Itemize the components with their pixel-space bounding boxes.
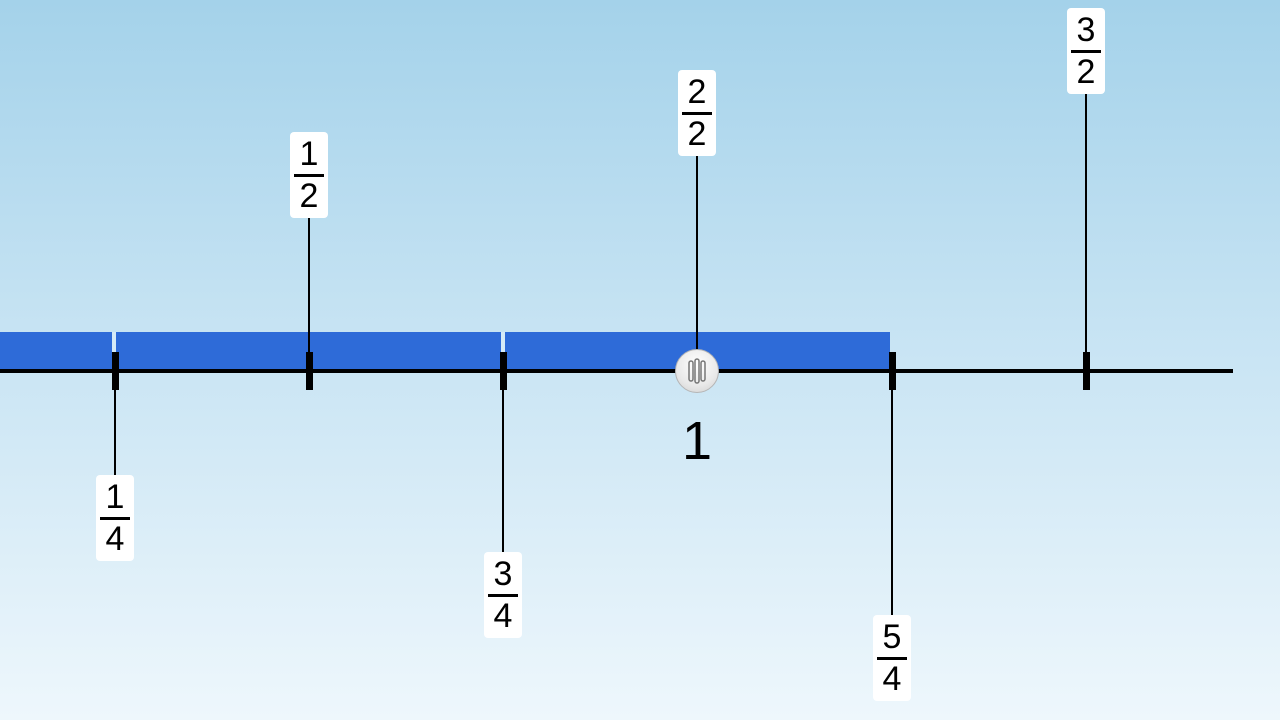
leader-line-one-half <box>308 216 310 356</box>
fraction-bar-line <box>682 111 712 115</box>
fraction-bar-line <box>488 593 518 597</box>
fraction-bar-line <box>877 656 907 660</box>
fraction-bar[interactable] <box>0 332 890 370</box>
fraction-label-two-halves: 2 2 <box>678 70 716 156</box>
bar-segment-divider <box>501 332 505 352</box>
fraction-bar-line <box>294 173 324 177</box>
fraction-label-one-fourth: 1 4 <box>96 475 134 561</box>
fraction-denominator: 2 <box>299 177 319 215</box>
leader-line-five-fourths <box>891 385 893 619</box>
fraction-denominator: 4 <box>882 660 902 698</box>
fraction-numerator: 1 <box>105 478 125 516</box>
tick-three-halves <box>1083 352 1090 390</box>
fraction-numerator: 5 <box>882 618 902 656</box>
leader-line-one-fourth <box>114 385 116 477</box>
tick-one-half <box>306 352 313 390</box>
fraction-numerator: 3 <box>493 555 513 593</box>
number-line-axis <box>0 369 1233 373</box>
unit-drag-handle[interactable] <box>675 349 719 393</box>
fraction-numerator: 2 <box>687 73 707 111</box>
leader-line-two-halves <box>696 154 698 352</box>
tick-three-fourths <box>500 352 507 390</box>
leader-line-three-halves <box>1085 92 1087 356</box>
fraction-label-three-halves: 3 2 <box>1067 8 1105 94</box>
fraction-denominator: 4 <box>105 520 125 558</box>
tick-one-fourth <box>112 352 119 390</box>
fraction-label-one-half: 1 2 <box>290 132 328 218</box>
leader-line-three-fourths <box>502 385 504 555</box>
fraction-numerator: 3 <box>1076 11 1096 49</box>
fraction-denominator: 2 <box>1076 53 1096 91</box>
bar-segment-divider <box>112 332 116 352</box>
fraction-numerator: 1 <box>299 135 319 173</box>
fraction-bar-line <box>100 516 130 520</box>
fraction-bar-line <box>1071 49 1101 53</box>
fraction-label-three-fourths: 3 4 <box>484 552 522 638</box>
fraction-denominator: 4 <box>493 597 513 635</box>
fraction-denominator: 2 <box>687 115 707 153</box>
fraction-label-five-fourths: 5 4 <box>873 615 911 701</box>
grip-lines-icon <box>688 358 706 384</box>
unit-label: 1 <box>681 411 713 471</box>
tick-five-fourths <box>889 352 896 390</box>
